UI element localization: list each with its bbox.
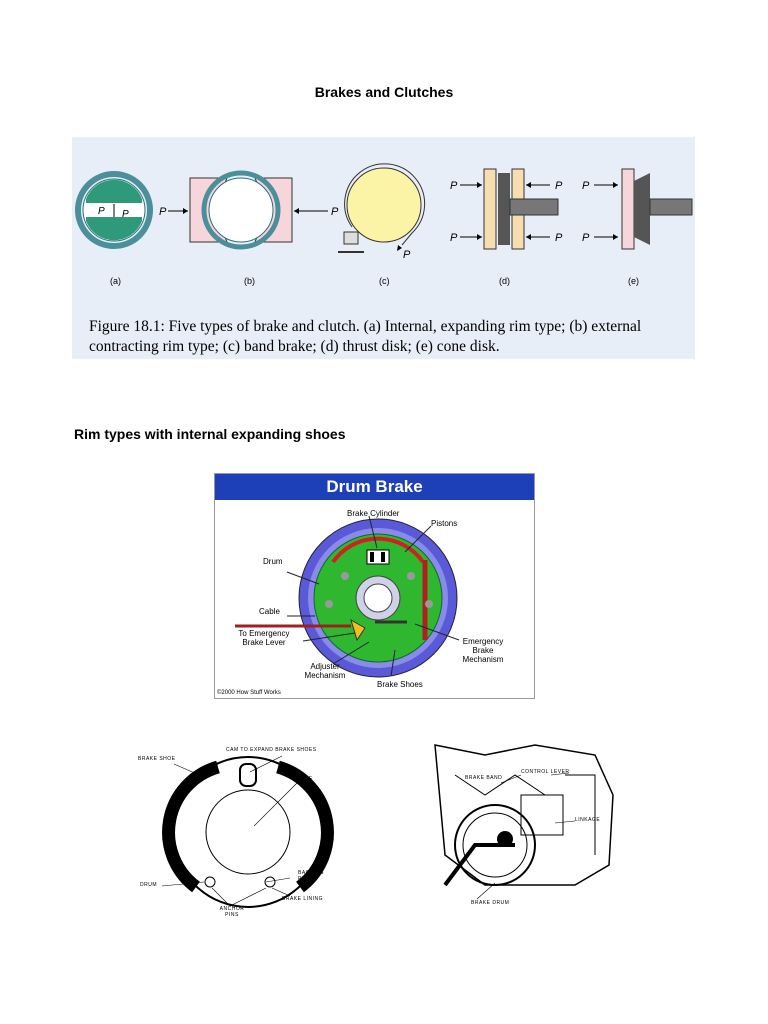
svg-text:P: P bbox=[582, 232, 590, 244]
label-adjuster-line2: Mechanism bbox=[304, 671, 346, 680]
label-to-emergency: To Emergency Brake Lever bbox=[221, 629, 307, 647]
label-cable: Cable bbox=[259, 607, 280, 616]
svg-text:P: P bbox=[555, 232, 563, 244]
drum-brake-illustration bbox=[235, 515, 460, 678]
label-emergency-line1: Emergency bbox=[462, 637, 504, 646]
subfig-label-e: (e) bbox=[628, 276, 639, 286]
subfig-b-drawing: P P bbox=[159, 170, 339, 250]
svg-text:P: P bbox=[555, 180, 563, 192]
band-brake-illustration bbox=[434, 744, 614, 900]
figure-caption: Figure 18.1: Five types of brake and clu… bbox=[89, 317, 689, 357]
brake-types-illustration: P P P P P P bbox=[75, 163, 693, 261]
figure-brake-types: P P P P P P bbox=[72, 137, 695, 359]
label-brake-cylinder: Brake Cylinder bbox=[347, 509, 400, 518]
label-emergency-line2: Brake bbox=[472, 646, 494, 655]
label-adjuster-line1: Adjuster bbox=[310, 662, 340, 671]
caption-line-1: Figure 18.1: Five types of brake and clu… bbox=[89, 318, 642, 335]
label-anchor-pins: ANCHOR PINS bbox=[218, 906, 246, 918]
label-to-emergency-line2: Brake Lever bbox=[242, 638, 286, 647]
label-backing-line1: BACKING bbox=[298, 870, 325, 876]
label-backing-line2: PLATE bbox=[298, 876, 316, 882]
svg-text:P: P bbox=[582, 180, 590, 192]
label-anchor-line1: ANCHOR bbox=[219, 906, 245, 912]
label-cam: CAM TO EXPAND BRAKE SHOES bbox=[226, 747, 317, 753]
label-adjuster: Adjuster Mechanism bbox=[295, 662, 355, 680]
label-to-emergency-line1: To Emergency bbox=[238, 629, 290, 638]
label-axle: AXLE bbox=[298, 776, 313, 782]
label-linkage: LINKAGE bbox=[575, 817, 601, 823]
section-heading: Rim types with internal expanding shoes bbox=[74, 426, 346, 442]
label-control-lever: CONTROL LEVER bbox=[521, 769, 570, 775]
caption-line-2: contracting rim type; (c) band brake; (d… bbox=[89, 338, 500, 355]
drum-brake-title: Drum Brake bbox=[215, 474, 534, 500]
label-brake-lining: BRAKE LINING bbox=[282, 896, 324, 902]
subfig-d-drawing: P P P P bbox=[450, 168, 563, 250]
label-brake-drum: BRAKE DRUM bbox=[471, 900, 510, 906]
drum-brake-diagram: Drum Brake Brake Cylinder Pistons Drum C… bbox=[214, 473, 535, 699]
subfig-a-drawing: P P bbox=[75, 171, 153, 249]
svg-text:P: P bbox=[450, 232, 458, 244]
svg-text:P: P bbox=[159, 206, 167, 218]
subfig-label-c: (c) bbox=[379, 276, 390, 286]
subfig-label-b: (b) bbox=[244, 276, 255, 286]
label-pistons: Pistons bbox=[431, 519, 458, 528]
subfig-label-a: (a) bbox=[110, 276, 121, 286]
page-title: Brakes and Clutches bbox=[314, 84, 454, 100]
label-brake-band: BRAKE BAND bbox=[465, 775, 503, 781]
label-emergency-line3: Mechanism bbox=[462, 655, 504, 664]
internal-shoe-illustration bbox=[161, 755, 334, 908]
subfig-e-drawing: P P bbox=[582, 168, 693, 250]
label-drum: DRUM bbox=[140, 882, 157, 888]
label-brake-shoes: Brake Shoes bbox=[377, 680, 423, 689]
label-backing-plate: BACKING PLATE bbox=[298, 870, 324, 882]
copyright-text: ©2000 How Stuff Works bbox=[217, 690, 281, 696]
svg-text:P: P bbox=[331, 206, 339, 218]
band-brake-drawing: CONTROL LEVER BRAKE BAND LINKAGE BRAKE D… bbox=[425, 735, 625, 915]
subfig-c-drawing: P bbox=[338, 163, 426, 261]
svg-text:P: P bbox=[403, 249, 411, 261]
svg-text:P: P bbox=[450, 180, 458, 192]
internal-shoe-drawing: BRAKE SHOE CAM TO EXPAND BRAKE SHOES AXL… bbox=[138, 742, 338, 922]
label-anchor-line2: PINS bbox=[225, 912, 239, 918]
subfig-label-d: (d) bbox=[499, 276, 510, 286]
svg-text:P: P bbox=[122, 209, 129, 220]
svg-text:P: P bbox=[98, 206, 105, 217]
label-drum: Drum bbox=[263, 557, 283, 566]
label-emergency-brake: Emergency Brake Mechanism bbox=[451, 637, 515, 664]
label-brake-shoe: BRAKE SHOE bbox=[138, 756, 176, 762]
